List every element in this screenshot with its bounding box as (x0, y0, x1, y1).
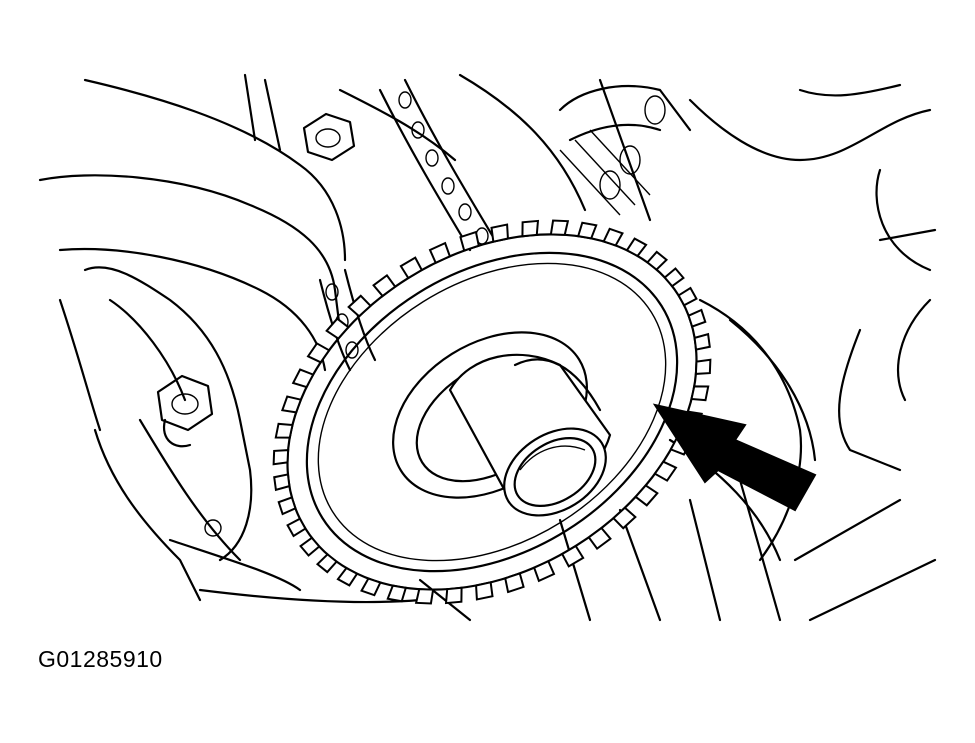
sprocket-tooth (372, 273, 397, 298)
sprocket-tooth (532, 559, 556, 583)
sprocket-tooth (274, 422, 294, 439)
sprocket-tooth (504, 572, 525, 594)
sprocket-tooth (677, 286, 698, 307)
sprocket-tooth (272, 449, 290, 466)
sprocket-tooth (428, 241, 452, 265)
sprocket-tooth (602, 227, 624, 247)
sprocket-tooth (690, 385, 710, 402)
sprocket-tooth (399, 256, 424, 280)
sprocket-tooth (634, 484, 659, 507)
sprocket-tooth (299, 536, 321, 557)
sprocket-tooth (277, 496, 297, 516)
sprocket-tooth (587, 526, 612, 551)
sprocket-tooth (286, 517, 307, 538)
sprocket-tooth (475, 581, 494, 601)
sprocket-tooth (386, 584, 408, 603)
sprocket-tooth (336, 566, 359, 587)
sprocket-tooth (306, 342, 331, 364)
sprocket-tooth (347, 294, 372, 318)
figure-code: G01285910 (38, 646, 163, 672)
sprocket-tooth (687, 308, 707, 328)
sprocket-tooth (612, 506, 637, 530)
sprocket-tooth (549, 219, 570, 236)
sprocket-hub (392, 331, 612, 517)
sprocket-tooth (315, 553, 339, 574)
sprocket-tooth (459, 230, 480, 252)
sprocket-tooth (414, 588, 435, 605)
camshaft-area (558, 84, 692, 216)
sprocket-tooth (280, 395, 303, 414)
sprocket-tooth (521, 219, 540, 238)
sprocket-tooth (490, 223, 509, 243)
arrow-icon (652, 403, 817, 512)
bolt-upper (302, 112, 356, 162)
sprocket-tooth (444, 586, 463, 605)
bolt-lower (156, 374, 214, 448)
sprocket-tooth (693, 332, 711, 351)
sprocket-tooth (273, 473, 291, 492)
sprocket-tooth (625, 237, 648, 258)
sprocket-tooth (663, 267, 685, 288)
sprocket-tooth (560, 544, 585, 568)
sprocket-tooth (645, 250, 669, 271)
sprocket (272, 219, 712, 605)
engine-timing-illustration (38, 73, 937, 622)
sprocket-tooth (291, 368, 315, 389)
sprocket-tooth (653, 460, 678, 482)
sprocket-tooth (694, 358, 712, 375)
bracket (83, 266, 253, 562)
sprocket-teeth (272, 219, 712, 605)
sprocket-tooth (360, 577, 382, 597)
engine-block-outline (38, 73, 937, 622)
sprocket-tooth (576, 221, 598, 240)
sprocket-tooth (325, 317, 350, 340)
